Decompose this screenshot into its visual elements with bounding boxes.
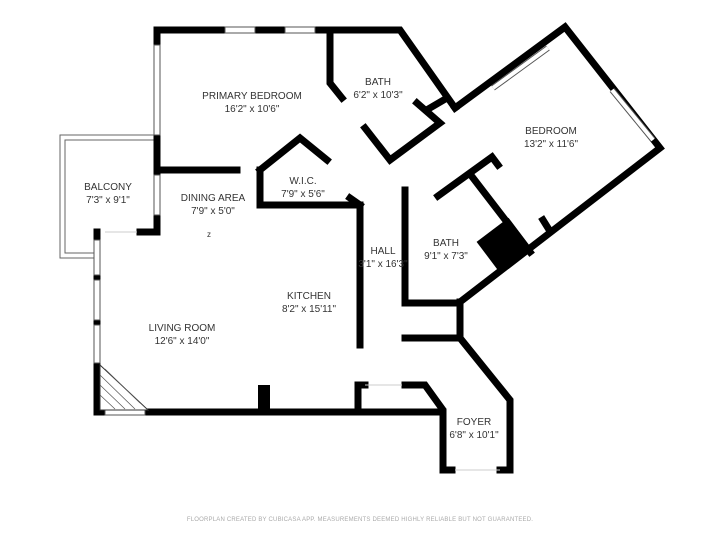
- room-size: 6'2" x 10'3": [353, 90, 403, 101]
- window: [93, 324, 101, 364]
- kitchen-walls: [354, 381, 456, 474]
- room-name: FOYER: [456, 417, 492, 428]
- room-name: BATH: [433, 238, 459, 249]
- room-name: KITCHEN: [287, 291, 331, 302]
- room-dining-area: DINING AREA 7'9" x 5'0": [181, 192, 245, 218]
- column: [258, 385, 270, 412]
- hall-walls: [401, 186, 514, 474]
- room-size: 7'9" x 5'6": [281, 189, 325, 200]
- room-name: BALCONY: [84, 182, 132, 193]
- room-hall: HALL 3'1" x 16'3": [358, 245, 407, 271]
- wic-walls: [255, 133, 365, 349]
- room-size: 13'2" x 11'6": [523, 139, 579, 150]
- window: [224, 26, 256, 34]
- room-size: 7'3" x 9'1": [86, 195, 130, 206]
- room-bath-1: BATH 6'2" x 10'3": [353, 76, 402, 102]
- window: [153, 44, 161, 136]
- room-living-room: LIVING ROOM 12'6" x 14'0": [149, 322, 216, 348]
- room-size: 6'8" x 10'1": [449, 430, 499, 441]
- room-primary-bedroom: PRIMARY BEDROOM 16'2" x 10'6": [202, 90, 302, 116]
- footer-disclaimer: FLOORPLAN CREATED BY CUBICASA APP. MEASU…: [186, 517, 534, 523]
- room-size: 12'6" x 14'0": [154, 336, 210, 347]
- window: [93, 279, 101, 321]
- window: [610, 88, 655, 142]
- room-name: W.I.C.: [289, 176, 317, 187]
- bedroom-walls: [450, 22, 665, 307]
- room-name: HALL: [370, 246, 396, 257]
- window: [491, 46, 550, 90]
- bath-walls: [326, 26, 452, 165]
- z-mark: z: [207, 230, 211, 239]
- room-foyer: FOYER 6'8" x 10'1": [449, 416, 498, 442]
- room-bath-2: BATH 9'1" x 7'3": [424, 237, 468, 263]
- fireplace-hatch: [99, 368, 141, 410]
- room-name: PRIMARY BEDROOM: [202, 91, 302, 102]
- room-balcony: BALCONY 7'3" x 9'1": [84, 181, 132, 207]
- room-bedroom: BEDROOM 13'2" x 11'6": [524, 125, 578, 151]
- room-name: LIVING ROOM: [148, 323, 216, 334]
- room-size: 3'1" x 16'3": [358, 259, 408, 270]
- room-name: DINING AREA: [180, 193, 246, 204]
- window: [153, 174, 161, 216]
- room-name: BEDROOM: [525, 126, 577, 137]
- room-size: 8'2" x 15'11": [281, 304, 337, 315]
- room-wic: W.I.C. 7'9" x 5'6": [281, 175, 325, 201]
- window: [93, 239, 101, 276]
- room-size: 16'2" x 10'6": [224, 104, 280, 115]
- room-size: 7'9" x 5'0": [191, 206, 235, 217]
- bath-fixture: [476, 217, 532, 273]
- window: [284, 26, 316, 34]
- room-size: 9'1" x 7'3": [424, 251, 468, 262]
- room-name: BATH: [365, 77, 391, 88]
- room-kitchen: KITCHEN 8'2" x 15'11": [282, 290, 336, 316]
- balcony-outline: [59, 134, 157, 259]
